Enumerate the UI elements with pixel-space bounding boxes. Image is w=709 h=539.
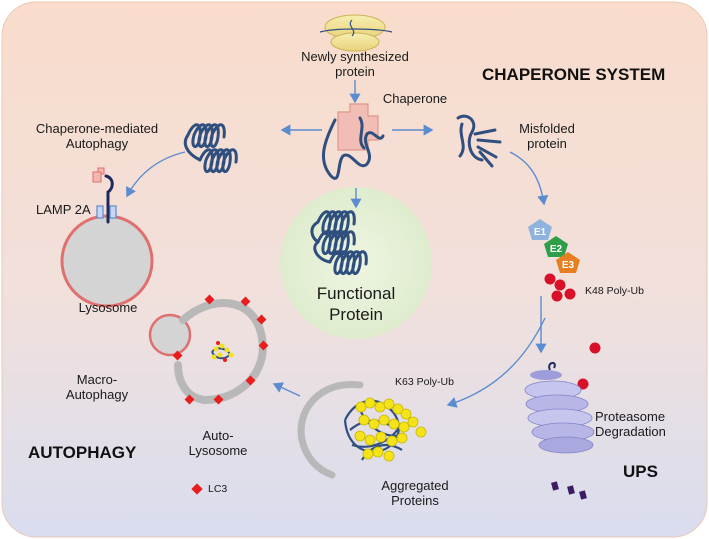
e1-enzyme-icon: E1: [528, 219, 552, 240]
autolysosome-label: Auto-Lysosome: [188, 428, 248, 458]
k63-label: K63 Poly-Ub: [395, 376, 454, 388]
autolysosome-cargo-icon: [211, 341, 234, 362]
e3-enzyme-icon: E3: [556, 252, 580, 273]
ribosome-icon: [319, 14, 393, 52]
lysosome-icon: [60, 167, 154, 308]
aggregated-proteins-icon: [297, 380, 427, 479]
chaperone-system-title: CHAPERONE SYSTEM: [482, 65, 666, 84]
k48-label: K48 Poly-Ub: [585, 285, 644, 297]
misfolded-protein-icon: [456, 114, 502, 168]
arrow-aggregate-to-autophagy: [272, 382, 301, 397]
svg-text:E3: E3: [562, 260, 575, 271]
ups-section-label: UPS: [623, 462, 658, 481]
chaperone-label: Chaperone: [382, 91, 448, 106]
macro-autophagy-label: Macro-Autophagy: [65, 372, 129, 402]
lysosome-label: Lysosome: [78, 300, 138, 315]
e2-enzyme-icon: E2: [544, 236, 568, 257]
svg-text:E2: E2: [550, 244, 563, 255]
svg-text:E1: E1: [534, 227, 547, 238]
arrow-cma-to-lysosome: [126, 151, 186, 198]
functional-protein-icon: [310, 210, 368, 276]
free-ubiquitin-icon: [577, 342, 601, 390]
lc3-legend-icon: [191, 483, 203, 495]
autophagy-section-label: AUTOPHAGY: [28, 443, 137, 462]
autolysosome-icon: [148, 294, 269, 405]
arrows: [126, 80, 549, 408]
peptide-fragments-icon: [551, 481, 587, 500]
chaperone-icon: [322, 103, 385, 180]
k48-ubiquitin-chain-icon: [544, 273, 576, 302]
proteasome-icon: [524, 362, 595, 454]
arrow-misfolded-to-ups: [509, 151, 549, 206]
lamp2a-label: LAMP 2A: [36, 202, 91, 217]
lamp2a-icon: [104, 174, 114, 224]
functional-protein-halo: [280, 187, 432, 339]
lc3-label: LC3: [208, 483, 228, 495]
arrow-ub-to-aggregate: [446, 317, 546, 408]
folded-protein-cma-icon: [183, 123, 238, 174]
